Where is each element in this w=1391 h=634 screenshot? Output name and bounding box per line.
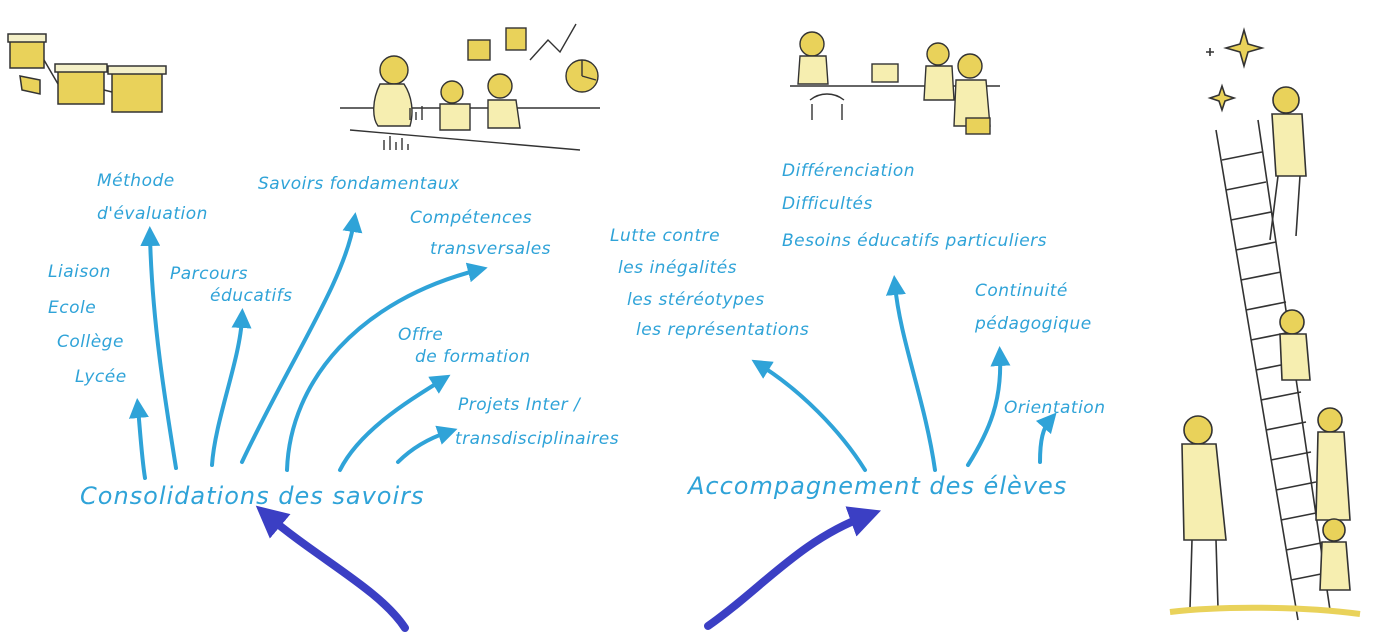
label-parcours: Parcours xyxy=(170,264,249,284)
label-ecole: Ecole xyxy=(48,298,97,318)
label-competences: Compétences xyxy=(410,208,533,228)
arrow-to-methode xyxy=(140,226,178,470)
label-transversales: transversales xyxy=(430,239,552,259)
label-projets-inter: Projets Inter / xyxy=(458,395,581,415)
main-arrow-left xyxy=(255,505,409,632)
label-differenciation: Différenciation xyxy=(782,161,916,181)
label-liaison: Liaison xyxy=(48,262,111,282)
star-icon xyxy=(1207,83,1237,113)
star-icon xyxy=(1223,27,1265,69)
arrow-to-competences xyxy=(285,262,488,472)
label-lutte-contre: Lutte contre xyxy=(610,226,721,246)
title-consolidations: Consolidations des savoirs xyxy=(80,482,425,510)
arrow-to-lutte xyxy=(751,359,867,472)
title-accompagnement: Accompagnement des élèves xyxy=(688,472,1068,500)
label-continuite: Continuité xyxy=(975,281,1068,301)
students-studying-illustration xyxy=(340,23,600,151)
main-arrow-right xyxy=(704,506,882,630)
label-transdisciplinaires: transdisciplinaires xyxy=(455,429,620,449)
label-orientation: Orientation xyxy=(1004,398,1106,418)
label-besoins: Besoins éducatifs particuliers xyxy=(782,231,1048,251)
arrow-to-liaison xyxy=(128,398,149,480)
label-de-formation: de formation xyxy=(415,347,531,367)
label-pedagogique: pédagogique xyxy=(975,314,1092,334)
arrow-to-projets xyxy=(396,425,458,464)
ladder-climbing-illustration xyxy=(1169,27,1361,621)
arrow-to-differenciation xyxy=(885,275,937,472)
label-evaluation: d'évaluation xyxy=(97,204,208,224)
label-difficultes: Difficultés xyxy=(782,194,873,214)
label-lycee: Lycée xyxy=(75,367,127,387)
label-college: Collège xyxy=(57,332,124,352)
label-representations: les représentations xyxy=(636,320,810,340)
label-methode: Méthode xyxy=(97,171,175,191)
label-savoirs-fondamentaux: Savoirs fondamentaux xyxy=(258,174,460,194)
arrow-to-savoirs xyxy=(240,212,363,464)
school-buildings-icon xyxy=(7,33,167,113)
label-educatifs: éducatifs xyxy=(210,286,293,306)
label-offre: Offre xyxy=(398,325,444,345)
label-inegalites: les inégalités xyxy=(618,258,738,278)
teacher-with-students-illustration xyxy=(790,31,1000,135)
label-stereotypes: les stéréotypes xyxy=(627,290,765,310)
arrow-to-offre xyxy=(338,374,451,472)
arrow-to-continuite xyxy=(966,346,1011,467)
arrow-to-orientation xyxy=(1035,412,1057,464)
arrow-to-parcours xyxy=(210,308,252,467)
